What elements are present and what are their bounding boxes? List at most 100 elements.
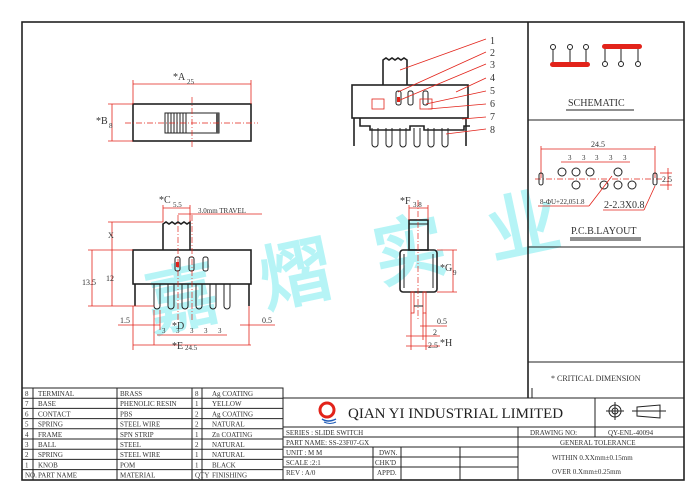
critical-dimension-note: * CRITICAL DIMENSION (551, 374, 641, 383)
cell-no: 7 (25, 400, 29, 408)
cell-material: PHENOLIC RESIN (120, 400, 177, 408)
header-no: NO. (25, 472, 37, 480)
pcb-pitch-1: 3 (568, 154, 572, 162)
appd-label: APPD. (377, 469, 397, 477)
dim-pin-gap: 2 (433, 328, 437, 337)
callout-2: 2 (490, 48, 495, 59)
unit: UNIT : M M (286, 449, 323, 457)
tolerance-within: WITHIN 0.XXmm±0.15mm (552, 454, 633, 462)
dim-c-label: *C (159, 195, 171, 206)
section-view: 1 2 3 4 5 6 7 8 (351, 36, 495, 148)
pcb-pitch-5: 3 (623, 154, 627, 162)
callout-8: 8 (490, 125, 495, 136)
pcb-title: P.C.B.LAYOUT (571, 226, 636, 237)
cell-finishing: NATURAL (212, 441, 245, 449)
cell-qty: 2 (195, 441, 199, 449)
cell-no: 2 (25, 451, 29, 459)
cell-qty: 1 (195, 431, 199, 439)
series: SERIES : SLIDE SWITCH (286, 429, 363, 437)
schematic-diagram: SCHEMATIC (550, 44, 642, 111)
dim-f-label: *F (400, 196, 411, 207)
pitch-5: 3 (218, 327, 222, 335)
cell-finishing: YELLOW (212, 400, 242, 408)
header-material: MATERIAL (120, 472, 155, 480)
cell-qty: 2 (195, 421, 199, 429)
cell-material: BRASS (120, 390, 142, 398)
rev: REV : A/0 (286, 469, 316, 477)
callout-4: 4 (490, 73, 495, 84)
cell-qty: 2 (195, 410, 199, 418)
dim-c-value: 5.5 (173, 201, 182, 209)
drawing-no-label: DRAWING NO: (530, 429, 577, 437)
pcb-height: 2.5 (662, 175, 672, 184)
cell-finishing: BLACK (212, 461, 236, 469)
pcb-span: 24.5 (591, 140, 605, 149)
header-name: PART NAME (38, 472, 77, 480)
pcb-pitch-3: 3 (595, 154, 599, 162)
header-finishing: FINISHING (212, 472, 247, 480)
cell-finishing: Zn COATING (212, 431, 252, 439)
title-block: QIAN YI INDUSTRIAL LIMITED SERIES : SLID… (282, 388, 684, 480)
dim-13-5: 13.5 (82, 278, 96, 287)
dim-e-value: 24.5 (185, 344, 198, 352)
cell-finishing: NATURAL (212, 451, 245, 459)
callout-3: 3 (490, 60, 495, 71)
cell-qty: 8 (195, 390, 199, 398)
pitch-1: 3 (162, 327, 166, 335)
top-view: *A 25 *B 8 (96, 72, 258, 148)
cell-name: FRAME (38, 431, 62, 439)
pitch-2: 3 (176, 327, 180, 335)
cell-no: 6 (25, 410, 29, 418)
dim-e-label: *E (172, 341, 183, 352)
dim-d-label: *D (172, 321, 184, 332)
cell-material: STEEL (120, 441, 141, 449)
pcb-layout: 24.5 3 3 3 3 3 2.5 8-ΦU+22,051.8 2-2.3X0… (535, 140, 672, 241)
dwn-label: DWN. (379, 449, 398, 457)
pitch-4: 3 (204, 327, 208, 335)
cell-finishing: NATURAL (212, 421, 245, 429)
cell-no: 3 (25, 441, 29, 449)
cell-qty: 1 (195, 451, 199, 459)
header-qty: QTY (195, 472, 209, 480)
projection-symbol (606, 402, 666, 420)
company-name: QIAN YI INDUSTRIAL LIMITED (348, 406, 563, 422)
side-view: *F 3.8 *G 9 0.5 2 2.5 *H (399, 196, 457, 350)
cell-no: 1 (25, 461, 29, 469)
pcb-holes-note: 8-ΦU+22,051.8 (540, 198, 585, 206)
dim-a-label: *A (173, 72, 186, 83)
dim-h-label: *H (440, 338, 452, 349)
cell-name: CONTACT (38, 410, 71, 418)
company-logo (318, 401, 337, 424)
dim-b-label: *B (96, 116, 108, 127)
tolerance-over: OVER 0.Xmm±0.25mm (552, 468, 622, 476)
cell-finishing: Ag COATING (212, 390, 253, 398)
schematic-title: SCHEMATIC (568, 98, 625, 109)
front-view: *C 5.5 3.0mm TRAVEL X 12 13.5 1.5 0.5 *D… (82, 195, 275, 352)
cell-no: 8 (25, 390, 29, 398)
dim-g-value: 9 (453, 269, 457, 277)
scale: SCALE :2:1 (286, 459, 321, 467)
cell-material: SPN STRIP (120, 431, 154, 439)
chkd-label: CHK'D (375, 459, 396, 467)
cell-no: 4 (25, 431, 29, 439)
part-name: PART NAME: SS-23F07-GX (286, 439, 369, 447)
cell-name: SPRING (38, 451, 63, 459)
cell-name: BALL (38, 441, 56, 449)
dim-a-value: 25 (187, 78, 195, 86)
dim-g-label: *G (440, 263, 452, 274)
dim-b-value: 8 (109, 122, 113, 130)
callout-6: 6 (490, 99, 495, 110)
callout-5: 5 (490, 86, 495, 97)
cell-qty: 1 (195, 461, 199, 469)
cell-material: STEEL WIRE (120, 451, 160, 459)
sheet-border (21, 21, 685, 481)
cell-name: SPRING (38, 421, 63, 429)
cell-name: BASE (38, 400, 56, 408)
callout-7: 7 (490, 112, 495, 123)
callout-1: 1 (490, 36, 495, 47)
dim-0-5: 0.5 (262, 316, 272, 325)
cell-name: KNOB (38, 461, 58, 469)
cell-material: PBS (120, 410, 133, 418)
